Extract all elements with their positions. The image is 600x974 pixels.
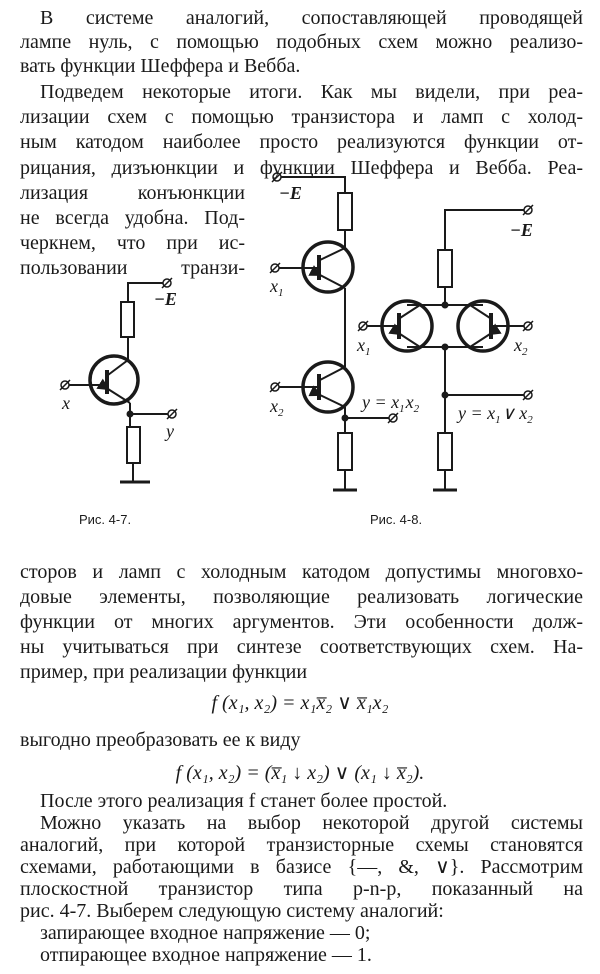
text-line: плоскостной транзистор типа p-n-p, показ… bbox=[20, 878, 583, 900]
supply-label: −E bbox=[279, 183, 302, 203]
output-label: y = x1x2 bbox=[360, 392, 420, 415]
output-term: ∨ x bbox=[502, 403, 528, 423]
text-line: черкнем, что при ис- bbox=[20, 232, 245, 254]
text-line: ным катодом наиболее просто реализуются … bbox=[20, 131, 583, 153]
text-line: пример, при реализации функции bbox=[20, 661, 308, 683]
subscript: 1 bbox=[399, 403, 405, 415]
subscript: 1 bbox=[495, 414, 501, 426]
text-line: В системе аналогий, сопоставляющей прово… bbox=[40, 7, 583, 29]
input-name: x bbox=[269, 396, 278, 416]
formula: f (x₁, x₂) = x₁x̅₂ ∨ x̅₁x₂ bbox=[211, 692, 389, 714]
subscript: 2 bbox=[527, 414, 533, 426]
text-line: вать функции Шеффера и Вебба. bbox=[20, 55, 301, 77]
formula: f (x₁, x₂) = (x̅₁ ↓ x₂) ∨ (x₁ ↓ x̅₂). bbox=[175, 762, 425, 784]
text-line: сторов и ламп с холодным катодом допусти… bbox=[20, 561, 583, 583]
text-line: пользовании транзи- bbox=[20, 257, 245, 279]
input-label: x1 bbox=[356, 335, 371, 358]
input-label: x2 bbox=[269, 396, 284, 419]
output-label: y bbox=[164, 421, 174, 441]
text-line: функции от многих аргументов. Эти особен… bbox=[20, 611, 583, 633]
text-line: ны учитываться при синтезе соответствующ… bbox=[20, 636, 583, 658]
input-name: x bbox=[356, 335, 365, 355]
text-line: выгодно преобразовать ее к виду bbox=[20, 729, 301, 751]
text-line: рис. 4-7. Выберем следующую систему анал… bbox=[20, 900, 444, 922]
resistor bbox=[120, 301, 135, 338]
text-line: не всегда удобна. Под- bbox=[20, 207, 245, 229]
subscript: 1 bbox=[365, 346, 371, 358]
figure-caption: Рис. 4-8. bbox=[370, 512, 422, 527]
input-name: x bbox=[513, 335, 522, 355]
text-line: довые элементы, позволяющие реализовать … bbox=[20, 586, 583, 608]
text-line: схемами, работающими в базисе {—, &, ∨}.… bbox=[20, 856, 583, 878]
subscript: 1 bbox=[278, 287, 284, 299]
figure-caption: Рис. 4-7. bbox=[79, 512, 131, 527]
text-line: Подведем некоторые итоги. Как мы видели,… bbox=[40, 81, 583, 103]
subscript: 2 bbox=[278, 407, 284, 419]
input-label: x2 bbox=[513, 335, 528, 358]
supply-label: −E bbox=[154, 289, 177, 309]
figure-4-8-parallel bbox=[357, 204, 534, 492]
subscript: 2 bbox=[414, 403, 420, 415]
resistor bbox=[126, 426, 141, 464]
resistor bbox=[437, 249, 453, 288]
supply-label: −E bbox=[510, 220, 533, 240]
input-label: x bbox=[61, 393, 70, 413]
input-label: x1 bbox=[269, 276, 284, 299]
resistor bbox=[337, 192, 353, 231]
output-name: y = x bbox=[456, 403, 495, 423]
text-line: лизации схем с помощью транзистора и лам… bbox=[20, 106, 583, 128]
output-term: x bbox=[405, 392, 414, 412]
text-line: аналогий, при которой транзисторные схем… bbox=[20, 834, 583, 856]
output-label: y = x1∨ x2 bbox=[456, 403, 533, 426]
text-line: Можно указать на выбор некоторой другой … bbox=[40, 812, 583, 834]
resistor bbox=[437, 432, 453, 471]
output-name: y = x bbox=[360, 392, 399, 412]
text-line: отпирающее входное напряжение — 1. bbox=[40, 944, 372, 966]
input-name: x bbox=[269, 276, 278, 296]
subscript: 2 bbox=[522, 346, 528, 358]
figure-4-7 bbox=[59, 277, 178, 484]
resistor bbox=[337, 432, 353, 471]
text-line: лампе нуль, с помощью подобных схем можн… bbox=[20, 31, 583, 53]
text-line: запирающее входное напряжение — 0; bbox=[40, 922, 371, 944]
text-line: рицания, дизъюнкции и функции Шеффера и … bbox=[20, 157, 583, 179]
text-line: лизация конъюнкции bbox=[20, 182, 245, 204]
transistor bbox=[88, 354, 140, 406]
figure-4-8-series bbox=[269, 171, 399, 492]
text-line: После этого реализация f станет более пр… bbox=[40, 790, 448, 812]
